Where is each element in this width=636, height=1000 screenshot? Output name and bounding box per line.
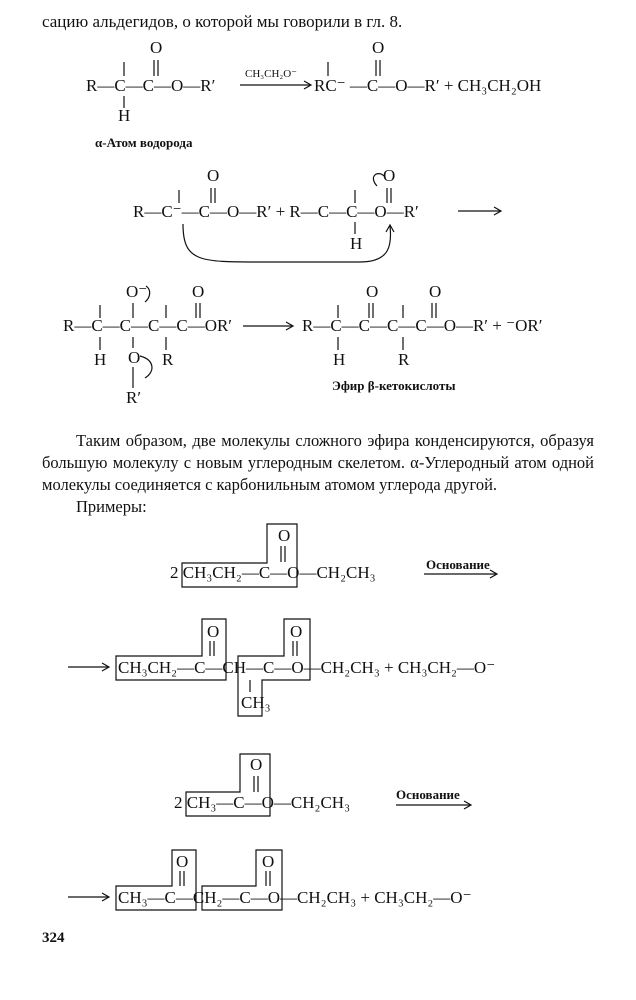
arrow-head [101,662,111,672]
reagent-label: CH₃CH₂O⁻ [245,68,297,80]
arrow-head [285,321,295,331]
curved-electron-arrow [139,355,153,379]
arrow-head [303,80,313,90]
reactant-formula: 2 CH₃—C—O—CH₂CH₃ [174,793,350,812]
intro-line: сацию альдегидов, о которой мы говорили … [42,12,403,31]
r-label: R [162,350,174,369]
curved-electron-arrow [182,223,392,263]
group-box [181,523,298,588]
hydrogen-label: H [94,350,107,369]
oxygen-label: O [290,622,303,641]
oxygen-label: O [262,852,275,871]
oxygen-label: O [207,622,220,641]
group-box [237,618,311,717]
examples-heading: Примеры: [76,497,147,516]
curved-electron-arrow [372,173,385,187]
hydrogen-label: H [333,350,346,369]
product-formula: RC⁻ —C—O—R′ + CH₃CH₂OH [314,76,542,95]
hydrogen-label: H [118,106,131,125]
group-box [115,618,227,681]
arrow-head [463,800,473,810]
methyl-label: CH₃ [241,693,271,712]
oxygen-label: O [207,166,220,185]
oxygen-label: O [150,38,163,57]
reagent-label: Основание [426,557,490,572]
reaction-left-formula: R—C—C—C—C—OR′ [63,316,233,335]
oxygen-label: O [383,166,396,185]
curved-electron-arrow [144,285,151,303]
group-box [115,849,197,911]
alpha-hydrogen-label: α-Атом водорода [95,135,193,150]
beta-ketoester-label: Эфир β-кетокислоты [332,378,456,393]
reaction-right-formula: R—C—C—C—C—O—R′ + ⁻OR′ [302,316,543,335]
product-formula: CH₃—C—CH₂—C—O—CH₂CH₃ + CH₃CH₂—O⁻ [118,888,472,907]
oxygen-label: O [250,755,263,774]
page-number: 324 [42,930,65,946]
body-paragraph: Таким образом, две молекулы сложного эфи… [42,430,594,518]
reactant-formula: 2 CH₃CH₂—C—O—CH₂CH₃ [170,563,376,582]
hydrogen-label: H [350,234,363,253]
oxygen-label: O [128,348,141,367]
oxygen-label: O [372,38,385,57]
oxygen-label: O [366,282,379,301]
product-formula: CH₃CH₂—C—CH—C—O—CH₂CH₃ + CH₃CH₂—O⁻ [118,658,496,677]
reactant-formula: R—C—C—O—R′ [86,76,216,95]
r-label: R [398,350,410,369]
oxygen-label: O [192,282,205,301]
arrow-head [101,892,111,902]
reagent-label: Основание [396,787,460,802]
group-box [201,849,283,911]
oxide-label: O⁻ [126,282,148,301]
group-box [185,753,271,817]
arrow-head [385,223,395,233]
arrow-head [489,569,499,579]
arrow-head [493,206,503,216]
paragraph-text: Таким образом, две молекулы сложного эфи… [42,431,594,494]
oxygen-label: O [429,282,442,301]
reaction-formula: R—C⁻—C—O—R′ + R—C—C—O—R′ [133,202,419,221]
oxygen-label: O [176,852,189,871]
oxygen-label: O [278,526,291,545]
r-prime-label: R′ [126,388,142,407]
